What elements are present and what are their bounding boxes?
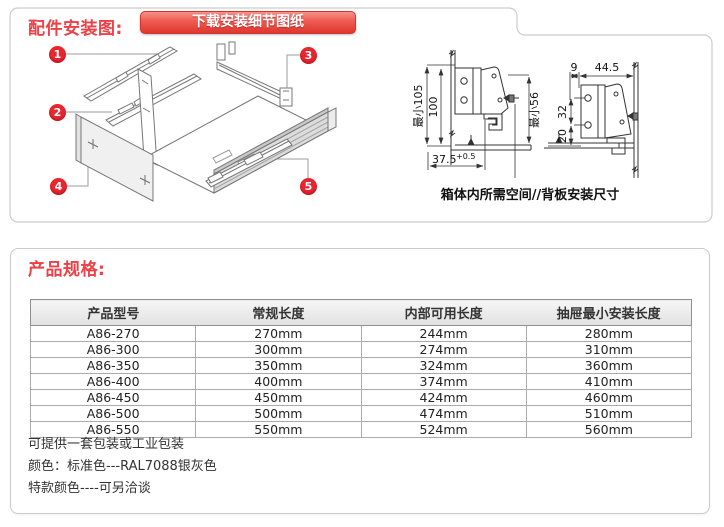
dimension-drawing-art: 最小105 100 最小56 37.5 +0.5: [412, 49, 639, 178]
cell-min-install-length: 410mm: [525, 373, 693, 390]
spec-row: A86-400 400mm 374mm 410mm: [29, 373, 693, 390]
spec-row: A86-300 300mm 274mm 310mm: [29, 341, 693, 358]
spec-notes: 可提供一套包装或工业包装 颜色：标准色---RAL7088银灰色 特款颜色---…: [28, 434, 217, 500]
cell-model: A86-350: [29, 357, 197, 374]
part-front-panel-4: [75, 113, 154, 202]
cell-model: A86-500: [29, 405, 197, 422]
part-badge-5: 5: [300, 178, 317, 195]
download-drawings-button[interactable]: 下载安装细节图纸: [140, 11, 356, 34]
cell-model: A86-300: [29, 341, 197, 358]
cell-internal-length: 474mm: [360, 405, 527, 422]
right-section-drawing: [544, 61, 639, 178]
cell-min-install-length: 560mm: [525, 421, 693, 438]
dim-100-label: 100: [427, 97, 440, 118]
cell-min-install-length: 280mm: [525, 325, 693, 342]
note-special-color: 特款颜色----可另洽谈: [28, 481, 151, 496]
part-badge-3: 3: [300, 47, 317, 64]
exploded-diagram: 1 2 3 4 5: [30, 38, 390, 220]
part-badge-4: 4: [50, 178, 67, 195]
cell-internal-length: 244mm: [360, 325, 527, 342]
right-dimension-labels: 9 44.5 32 20: [556, 61, 619, 143]
leader-line-1: [65, 49, 171, 55]
dim-min105-label: 最小105: [412, 85, 425, 128]
cell-min-install-length: 310mm: [525, 341, 693, 358]
cell-standard-length: 300mm: [195, 341, 362, 358]
spec-row: A86-550 550mm 524mm 560mm: [29, 421, 693, 438]
dim-37-5-tolerance: +0.5: [456, 152, 475, 161]
dim-min56-label: 最小56: [528, 92, 541, 128]
exploded-diagram-art: [65, 41, 337, 202]
left-section-drawing: [448, 49, 532, 165]
col-header-standard-length: 常规长度: [195, 299, 361, 326]
col-header-min-install-length: 抽屉最小安装长度: [526, 299, 692, 326]
installation-section-title: 配件安装图:: [28, 19, 123, 39]
cell-min-install-length: 460mm: [525, 389, 693, 406]
cell-internal-length: 374mm: [360, 373, 527, 390]
col-header-model: 产品型号: [30, 299, 196, 326]
dim-20-label: 20: [556, 129, 569, 143]
dimension-caption: 箱体内所需空间//背板安装尺寸: [440, 188, 620, 203]
left-dimension-lines: [424, 64, 532, 178]
spec-row: A86-450 450mm 424mm 460mm: [29, 389, 693, 406]
cell-standard-length: 350mm: [195, 357, 362, 374]
part-rail-2: [105, 73, 202, 127]
leader-line-3: [286, 54, 300, 90]
part-bracket-3: [216, 41, 293, 107]
dimension-drawing: 最小105 100 最小56 37.5 +0.5: [398, 42, 712, 182]
part-rail-1: [83, 46, 179, 102]
cell-standard-length: 500mm: [195, 405, 362, 422]
dim-9-label: 9: [571, 61, 578, 74]
cell-internal-length: 274mm: [360, 341, 527, 358]
specs-section-title: 产品规格:: [28, 260, 106, 280]
cell-internal-length: 324mm: [360, 357, 527, 374]
spec-table: 产品型号 常规长度 内部可用长度 抽屉最小安装长度 A86-270 270mm …: [29, 299, 693, 438]
dim-44-5-label: 44.5: [595, 61, 620, 74]
note-packaging: 可提供一套包装或工业包装: [28, 437, 185, 452]
cell-model: A86-550: [29, 421, 197, 438]
cell-internal-length: 424mm: [360, 389, 527, 406]
cell-min-install-length: 360mm: [525, 357, 693, 374]
spec-table-header-row: 产品型号 常规长度 内部可用长度 抽屉最小安装长度: [30, 299, 692, 326]
cell-model: A86-450: [29, 389, 197, 406]
cell-standard-length: 450mm: [195, 389, 362, 406]
dim-32-label: 32: [556, 105, 569, 119]
part-rail-5: [205, 138, 293, 188]
cell-model: A86-270: [29, 325, 197, 342]
note-color: 颜色：标准色---RAL7088银灰色: [28, 459, 217, 474]
part-badge-2: 2: [49, 104, 66, 121]
dim-37-5-label: 37.5: [432, 153, 457, 166]
left-dimension-labels: 最小105 100 最小56 37.5 +0.5: [412, 85, 541, 167]
right-dimension-lines: [548, 70, 635, 147]
cell-standard-length: 550mm: [195, 421, 362, 438]
cell-standard-length: 400mm: [195, 373, 362, 390]
cell-model: A86-400: [29, 373, 197, 390]
cell-internal-length: 524mm: [360, 421, 527, 438]
spec-row: A86-270 270mm 244mm 280mm: [29, 325, 693, 342]
part-badge-1: 1: [49, 46, 66, 63]
col-header-internal-length: 内部可用长度: [361, 299, 527, 326]
spec-row: A86-350 350mm 324mm 360mm: [29, 357, 693, 374]
cell-min-install-length: 510mm: [525, 405, 693, 422]
cell-standard-length: 270mm: [195, 325, 362, 342]
spec-row: A86-500 500mm 474mm 510mm: [29, 405, 693, 422]
